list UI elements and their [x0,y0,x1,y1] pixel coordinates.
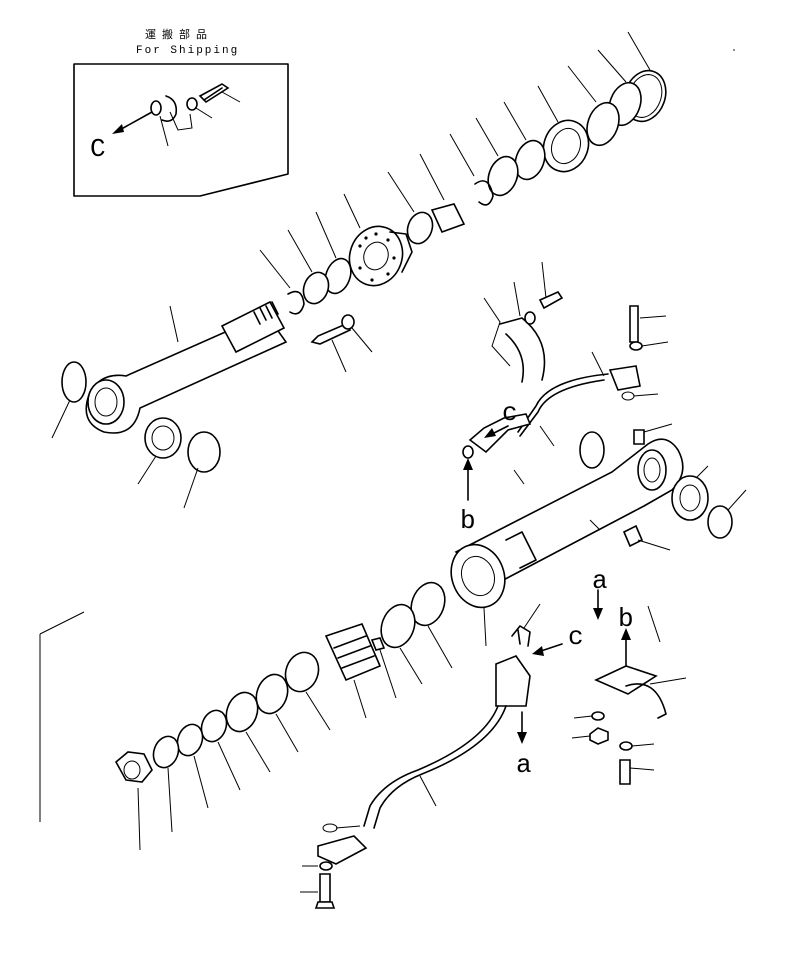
callout-a-bracket: a [592,566,608,596]
cylinder-head-parts [39,581,453,851]
callout-c-rod-head: c [502,398,518,428]
clamp-and-upper-pipe: c b [460,261,669,536]
shipping-parts-box: C [73,63,289,197]
cylinder-tube [450,423,747,647]
callout-a-pipe: a [516,750,532,780]
rod-seal-set [387,31,667,245]
callout-b-bracket: b [618,604,634,634]
header-title-en: For Shipping [136,45,239,57]
header-title-jp: 運搬部品 [145,27,213,41]
mounting-bracket: a b [571,566,687,785]
piston-rod [51,300,288,509]
callout-b-head: b [460,506,476,536]
callout-c-box: C [90,134,106,164]
callout-c-pipe: c [568,622,584,652]
piston-head [259,193,413,373]
lower-pipe-assembly: c a [300,603,584,909]
